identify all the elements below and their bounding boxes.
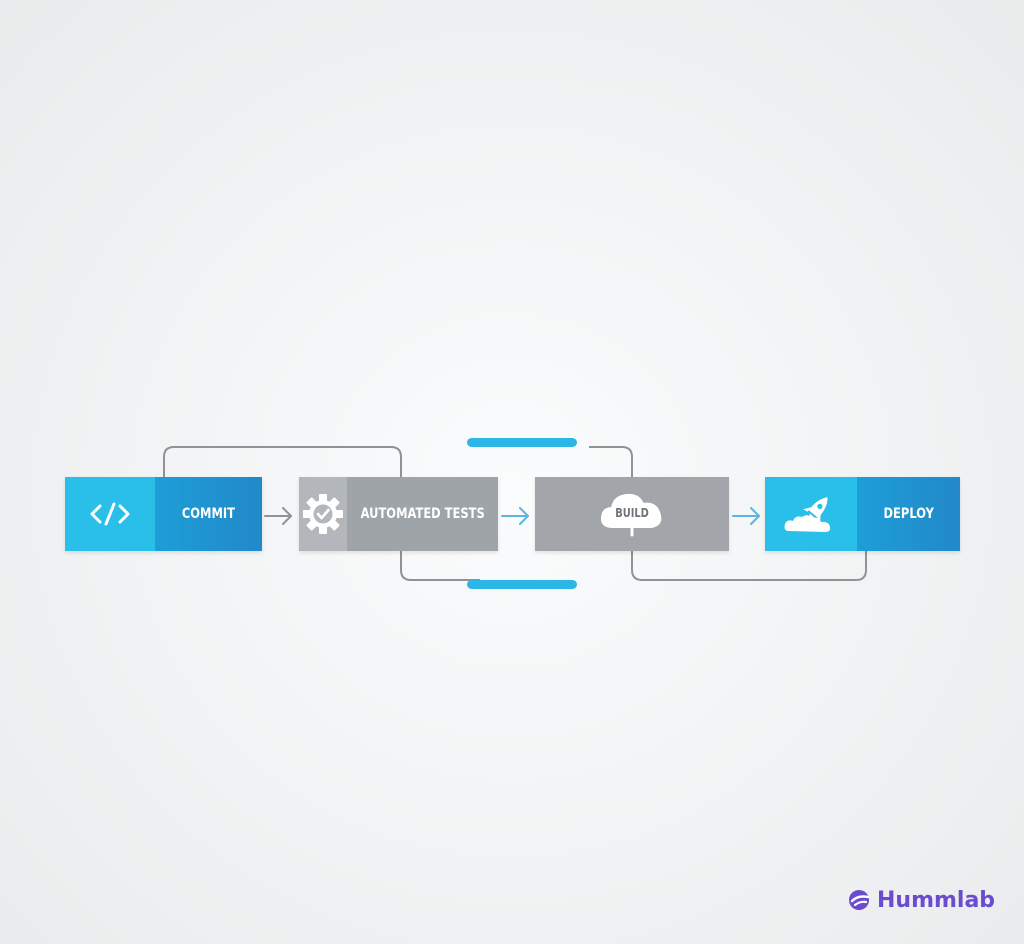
cloud-upload-icon [600, 493, 662, 537]
loop-connector-build-top [589, 446, 633, 477]
stage-commit-label: COMMIT [181, 506, 236, 522]
stage-build-label: BUILD [615, 506, 649, 520]
code-icon [65, 477, 155, 551]
loop-connector-build-deploy [631, 551, 867, 581]
stage-automated-tests-label: AUTOMATED TESTS [360, 506, 485, 522]
stage-automated-tests: AUTOMATED TESTS [299, 477, 498, 551]
stage-deploy-label: DEPLOY [883, 506, 934, 522]
loop-connector-tests-bottom [400, 551, 480, 581]
arrow-build-to-deploy [732, 507, 760, 525]
accent-bar-top [467, 438, 577, 447]
loop-connector-commit-tests [163, 446, 402, 477]
stage-deploy: DEPLOY [765, 477, 960, 551]
brand-logo: Hummlab [847, 884, 995, 916]
stage-commit: COMMIT [65, 477, 262, 551]
arrow-tests-to-build [501, 507, 529, 525]
arrow-commit-to-tests [264, 507, 292, 525]
stage-build: BUILD [535, 477, 729, 551]
gear-check-icon [299, 477, 347, 551]
hummlab-logo-icon [849, 890, 870, 910]
accent-bar-bottom [467, 580, 577, 589]
rocket-cloud-icon [765, 477, 857, 551]
brand-name: Hummlab [877, 887, 996, 913]
